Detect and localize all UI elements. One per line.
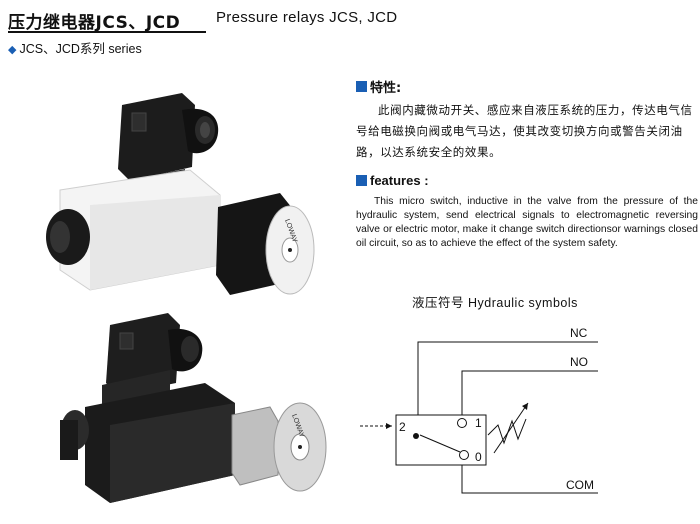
diamond-bullet-icon: ◆ <box>8 44 17 56</box>
nc-line <box>417 341 598 415</box>
relay-jcd-image: LOWAY <box>60 313 327 503</box>
features-en-text: This micro switch, inductive in the valv… <box>356 196 698 249</box>
label-no: NO <box>570 355 588 369</box>
hydraulic-symbol-diagram: NC NO COM 2 1 0 <box>360 326 598 494</box>
title-underline <box>8 31 206 33</box>
pivot-dot <box>413 433 419 439</box>
switch-lever <box>419 434 461 453</box>
label-port-1: 1 <box>475 416 482 430</box>
page-title-en: Pressure relays JCS, JCD <box>216 9 398 26</box>
features-en-heading: features : <box>356 173 429 188</box>
label-port-2: 2 <box>399 420 406 434</box>
adjust-arrow <box>493 402 529 454</box>
product-illustrations: LOWAY LOWAY <box>46 93 327 503</box>
com-line <box>461 465 598 494</box>
label-com: COM <box>566 478 594 492</box>
features-cn-heading: 特性: <box>356 77 401 96</box>
relay-jcs-image: LOWAY <box>46 93 315 295</box>
square-bullet-icon <box>356 81 367 92</box>
page-title-cn: 压力继电器JCS、JCD <box>8 13 181 33</box>
no-line <box>461 370 598 415</box>
contact-0-circle <box>459 450 469 460</box>
series-subtitle: ◆JCS、JCD系列 series <box>8 38 142 57</box>
label-nc: NC <box>570 326 588 340</box>
contact-1-circle <box>457 418 467 428</box>
series-subtitle-text: JCS、JCD系列 series <box>19 42 142 56</box>
square-bullet-icon <box>356 175 367 186</box>
label-port-0: 0 <box>475 450 482 464</box>
hydraulic-symbols-title: 液压符号 Hydraulic symbols <box>412 296 578 310</box>
features-cn-text: 此阀内藏微动开关、感应来自液压系统的压力，传达电气信号给电磁换向阀或电气马达，使… <box>356 103 693 159</box>
spring <box>487 418 527 445</box>
features-cn-heading-text: 特性: <box>370 81 402 96</box>
switch-box <box>395 414 487 466</box>
features-en-heading-text: features : <box>370 173 429 188</box>
pilot-arrowhead-icon <box>386 423 392 429</box>
adjust-arrowhead-icon <box>522 403 528 410</box>
